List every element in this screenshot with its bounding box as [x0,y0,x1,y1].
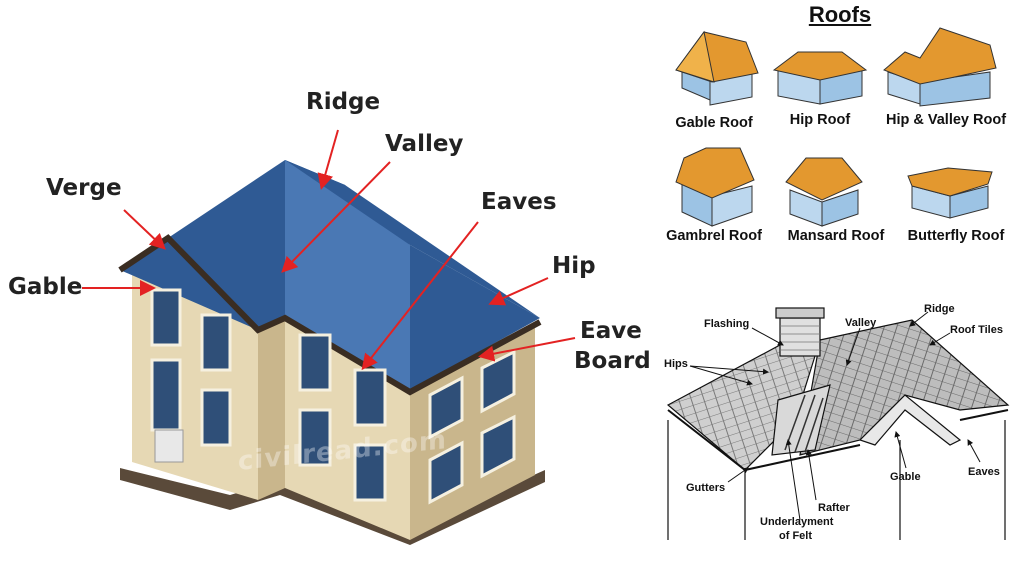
roof-types-grid [675,27,997,227]
label-eaves: Eaves [481,189,557,215]
hip-valley-roof-icon [883,27,997,107]
detail-underlayment-2: of Felt [779,530,812,542]
detail-hips: Hips [664,358,688,370]
butterfly-roof-icon [907,167,993,219]
caption-butterfly-roof: Butterfly Roof [907,228,1005,244]
detail-rafter: Rafter [818,502,850,514]
detail-ridge: Ridge [924,303,955,315]
caption-gambrel-roof: Gambrel Roof [666,228,762,244]
caption-hip-valley-roof: Hip & Valley Roof [885,112,1007,128]
detail-gable: Gable [890,471,921,483]
caption-gable-roof: Gable Roof [675,115,753,131]
house [118,160,545,545]
detail-eaves: Eaves [968,466,1000,478]
label-eave-board-2: Board [574,348,651,374]
detail-flashing: Flashing [704,318,750,330]
caption-hip-roof: Hip Roof [789,112,851,128]
gable-roof-icon [675,30,759,106]
label-valley: Valley [385,131,464,157]
detail-underlayment-1: Underlayment [760,516,834,528]
detail-valley: Valley [845,317,877,329]
roofs-title: Roofs [808,2,872,27]
caption-mansard-roof: Mansard Roof [787,228,885,244]
detail-roof-tiles: Roof Tiles [950,324,1003,336]
door [154,429,184,463]
roof-detail-drawing [666,307,1010,540]
hip-roof-icon [772,51,868,105]
label-ridge: Ridge [306,89,381,115]
label-verge: Verge [46,175,122,201]
detail-gutters: Gutters [686,482,726,494]
label-gable: Gable [8,274,83,300]
mansard-roof-icon [785,157,863,227]
label-hip: Hip [552,253,596,279]
detail-pointers [689,311,981,521]
label-arrows [82,129,576,371]
label-eave-board-1: Eave [580,318,642,344]
gambrel-roof-icon [675,147,755,227]
